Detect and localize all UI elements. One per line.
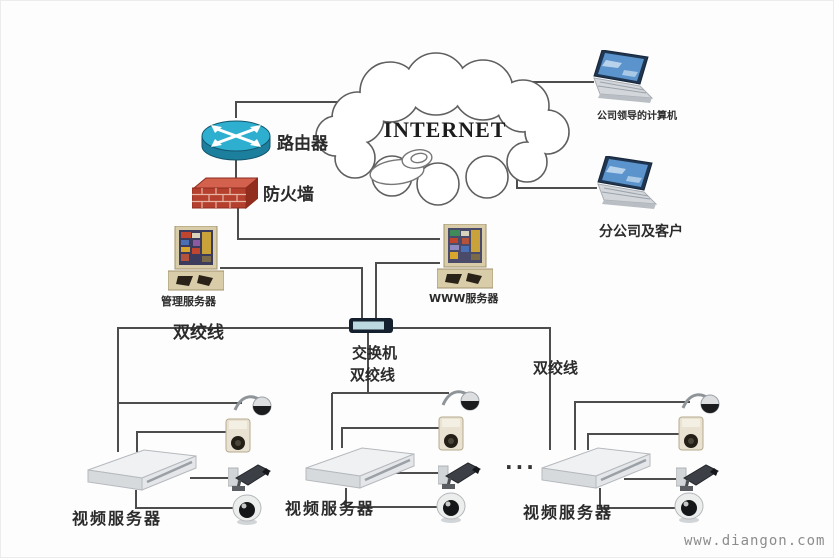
- box-camera-icon: [438, 416, 464, 452]
- switch-icon: [349, 318, 393, 334]
- router-icon: [198, 112, 274, 166]
- video-server-label: 视频服务器: [72, 509, 163, 528]
- video-server-icon: [540, 444, 652, 492]
- dome-camera-icon: [232, 494, 262, 526]
- line-right-cam1: [574, 401, 690, 450]
- branch-clients-label: 分公司及客户: [599, 224, 683, 240]
- bullet-camera-icon: [676, 460, 720, 492]
- line-right-cam4: [599, 488, 686, 509]
- ptz-camera-icon: [681, 388, 721, 418]
- bullet-camera-icon: [228, 460, 272, 492]
- line-firewall-www-server: [237, 204, 440, 240]
- line-mid-cam4: [345, 488, 446, 508]
- connection-lines: [117, 81, 690, 509]
- www-server-label: WWW服务器: [429, 292, 499, 305]
- line-switch-left-trunk: [117, 327, 351, 452]
- line-right-cam2: [587, 433, 687, 450]
- line-mid-cam2: [341, 427, 447, 448]
- ptz-camera-icon: [233, 390, 273, 420]
- watermark: www.diangon.com: [684, 533, 826, 549]
- line-www-switch: [375, 262, 440, 321]
- video-server-icon: [86, 446, 198, 494]
- ellipsis-more-groups: ...: [505, 450, 537, 474]
- video-server-label: 视频服务器: [523, 503, 614, 522]
- firewall-label: 防火墙: [263, 185, 314, 205]
- twisted-pair-label-center: 双绞线: [350, 366, 396, 384]
- twisted-pair-label-left: 双绞线: [173, 323, 224, 343]
- leader-pc-label: 公司领导的计算机: [597, 111, 677, 122]
- line-router-cloud: [235, 101, 345, 118]
- line-left-cam2: [136, 431, 234, 452]
- switch-label: 交换机: [352, 344, 398, 362]
- leader-pc-icon: [588, 50, 656, 108]
- box-camera-icon: [678, 416, 704, 452]
- twisted-pair-label-right: 双绞线: [533, 359, 579, 377]
- dome-camera-icon: [674, 492, 704, 524]
- branch-pc-icon: [592, 156, 660, 214]
- video-server-label: 视频服务器: [285, 499, 376, 518]
- firewall-icon: [192, 174, 258, 212]
- box-camera-icon: [225, 418, 251, 454]
- line-switch-right-trunk: [391, 327, 551, 450]
- line-mgmt-switch: [220, 267, 363, 321]
- internet-label: INTERNET: [383, 117, 507, 142]
- mgmt-server-label: 管理服务器: [161, 295, 216, 308]
- bullet-camera-icon: [438, 458, 482, 490]
- line-left-cam4: [135, 490, 240, 509]
- router-label: 路由器: [277, 134, 328, 154]
- mgmt-server-icon: [168, 226, 224, 292]
- video-server-icon: [304, 444, 416, 492]
- ptz-camera-icon: [441, 385, 481, 415]
- internet-cloud: [315, 52, 570, 206]
- line-switch-mid-trunk: [331, 332, 449, 450]
- www-server-icon: [437, 224, 493, 290]
- cloud-doodle: [369, 149, 433, 186]
- dome-camera-icon: [436, 492, 466, 524]
